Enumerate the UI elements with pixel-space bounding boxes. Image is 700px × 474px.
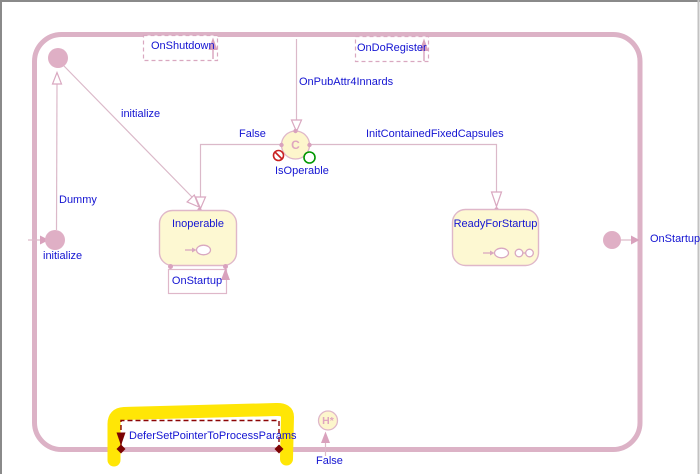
arrow-up-icon [208, 37, 218, 50]
arrow-open-down-icon [290, 119, 303, 134]
state-name-inoperable[interactable]: Inoperable [172, 218, 224, 230]
selection-handle[interactable] [116, 444, 126, 454]
transition-label-dummy[interactable]: Dummy [59, 194, 97, 206]
transition-on-startup-exit[interactable] [621, 235, 640, 245]
transition-on-pub-attr4-innards[interactable] [290, 39, 303, 134]
highlight-marker-stroke [107, 402, 294, 467]
connection-dot [223, 264, 228, 269]
state-name-ready-for-startup[interactable]: ReadyForStartup [453, 218, 538, 230]
on-shutdown-label-box[interactable] [142, 34, 219, 62]
transition-label-on-pub-attr4-innards[interactable]: OnPubAttr4Innards [299, 76, 394, 88]
transition-initialize-to-inoperable[interactable] [63, 65, 202, 213]
connection-dot [293, 128, 298, 134]
arrow-open-diagonal-icon [186, 193, 201, 209]
transition-label-init-contained-fixed-capsules[interactable]: InitContainedFixedCapsules [366, 128, 504, 140]
history-glyph: H* [322, 415, 334, 427]
entry-action-icon [483, 247, 510, 259]
entry-action-icon [185, 244, 212, 256]
transition-on-startup-self[interactable] [167, 264, 230, 295]
arrow-open-up-icon [51, 70, 63, 85]
arrow-down-icon [116, 432, 126, 446]
transition-false-to-history[interactable] [321, 431, 330, 457]
transition-defer-set-pointer[interactable] [116, 419, 284, 454]
choice-point-label[interactable]: IsOperable [275, 165, 329, 177]
state-machine-frame[interactable] [32, 32, 643, 452]
transition-false-to-inoperable[interactable] [194, 143, 282, 211]
transition-label-false-bottom[interactable]: False [316, 455, 343, 467]
transition-label-false-top[interactable]: False [239, 128, 266, 140]
selection-handle[interactable] [274, 444, 284, 454]
substructure-icon [514, 248, 534, 258]
deny-icon [272, 149, 285, 162]
arrow-open-down-icon [490, 191, 503, 209]
connection-dot [279, 142, 284, 148]
transition-init-contained-fixed-capsules[interactable] [309, 143, 503, 212]
transition-on-do-register[interactable] [354, 35, 430, 63]
transition-label-on-do-register[interactable]: OnDoRegister [357, 42, 427, 54]
connection-dot [168, 264, 173, 269]
transition-label-on-shutdown[interactable]: OnShutdown [151, 40, 215, 52]
transition-label-on-startup-exit[interactable]: OnStartup [650, 233, 700, 245]
choice-glyph: C [291, 138, 300, 152]
transition-label-defer-set-pointer[interactable]: DeferSetPointerToProcessParams [129, 430, 297, 442]
arrow-open-down-icon [194, 196, 207, 211]
transition-label-initialize-entry[interactable]: initialize [43, 250, 83, 262]
transition-on-shutdown[interactable] [142, 34, 219, 62]
state-ready-for-startup[interactable] [451, 208, 540, 267]
state-inoperable[interactable] [158, 209, 238, 267]
allow-icon [303, 151, 316, 164]
transition-dummy[interactable] [51, 70, 63, 231]
arrow-right-icon [40, 235, 49, 245]
on-startup-label-box[interactable] [167, 268, 228, 295]
connection-dot [307, 142, 312, 148]
arrow-right-icon [631, 235, 640, 245]
transition-label-on-startup-self[interactable]: OnStartup [171, 275, 223, 287]
junction-point-exit[interactable] [603, 231, 621, 249]
on-do-register-label-box[interactable] [354, 35, 430, 63]
arrow-up-icon [419, 38, 429, 51]
transition-initialize-entry[interactable] [28, 235, 49, 245]
arrow-up-icon [321, 431, 330, 443]
history-point[interactable] [317, 410, 339, 431]
transition-label-initialize-diagonal[interactable]: initialize [121, 108, 161, 120]
choice-point-is-operable[interactable] [279, 128, 312, 160]
junction-point-top-left[interactable] [48, 48, 68, 68]
junction-point-entry[interactable] [45, 230, 65, 250]
arrow-up-icon [221, 268, 230, 280]
